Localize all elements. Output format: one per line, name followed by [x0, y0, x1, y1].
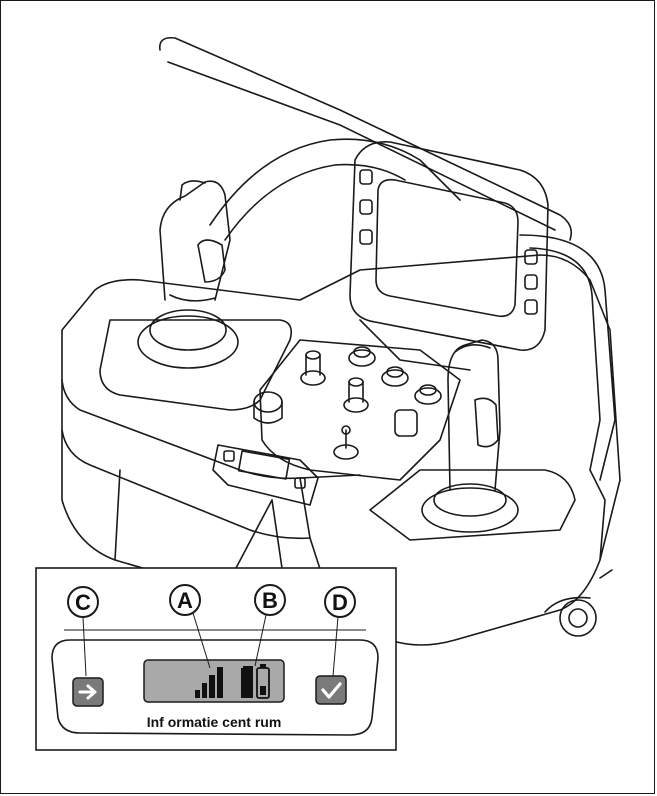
console-body	[61, 36, 621, 646]
svg-text:A: A	[177, 588, 193, 613]
svg-text:C: C	[75, 590, 91, 615]
svg-text:D: D	[332, 590, 348, 615]
center-knobs	[253, 339, 461, 481]
callout-b: B	[254, 584, 286, 667]
callout-c: C	[67, 586, 99, 677]
leader-line	[235, 499, 283, 569]
callout-d: D	[324, 586, 356, 677]
arrow-right-icon	[78, 684, 97, 700]
battery-icon	[241, 664, 270, 699]
svg-text:B: B	[262, 588, 278, 613]
info-center-small	[212, 444, 319, 506]
checkmark-icon	[321, 682, 342, 699]
main-screen	[349, 141, 549, 371]
callout-a: A	[169, 584, 211, 669]
signal-bars-icon	[195, 667, 223, 698]
left-joystick	[99, 180, 293, 411]
arrow-right-button[interactable]	[72, 677, 104, 707]
detail-panel: Inf ormatie cent rum C A B D	[35, 567, 397, 751]
right-joystick	[369, 339, 576, 541]
info-display	[143, 659, 285, 703]
checkmark-button[interactable]	[315, 675, 347, 705]
info-center-caption: Inf ormatie cent rum	[147, 714, 282, 730]
